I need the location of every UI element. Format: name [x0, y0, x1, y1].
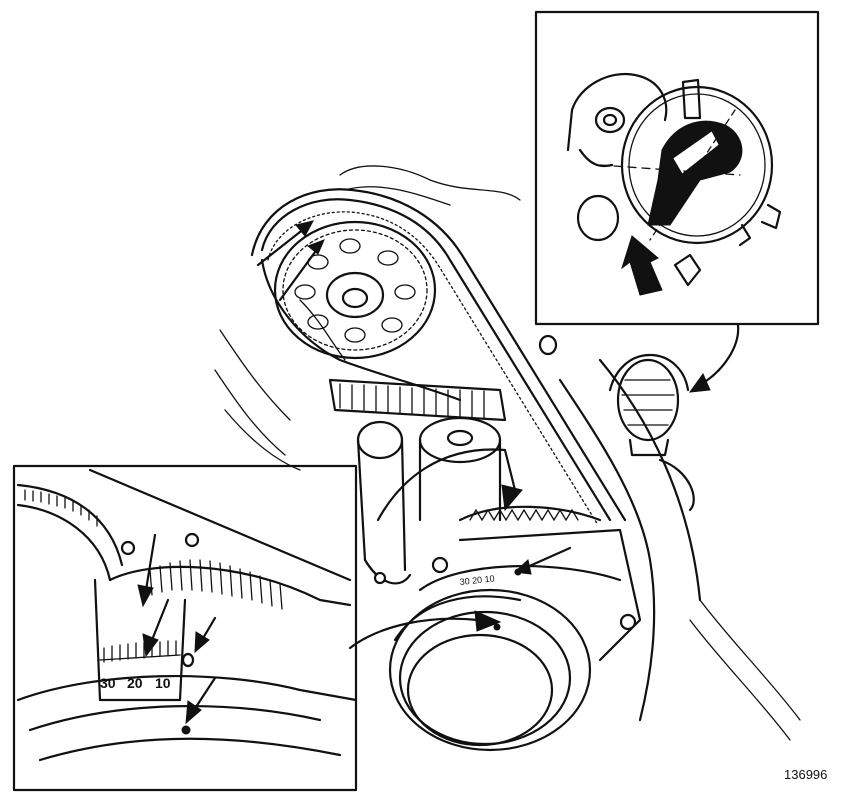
camshaft-sprocket — [273, 220, 437, 360]
small-timing-scale-label: 30 20 10 — [459, 573, 495, 587]
scale-label-30: 30 — [100, 675, 116, 691]
distributor-rotor-inset — [534, 10, 820, 326]
timing-belt — [250, 188, 627, 526]
scale-label-20: 20 — [127, 675, 143, 691]
scale-label-10: 10 — [155, 675, 171, 691]
engine-block-outline — [214, 165, 801, 741]
figure-reference-number: 136996 — [784, 767, 827, 782]
crankshaft-pulley: 30 20 10 — [388, 505, 642, 752]
timing-scale-inset: 30 20 10 — [12, 464, 358, 792]
belt-tensioner — [328, 378, 507, 585]
distributor — [538, 334, 690, 457]
inset-frame-top — [534, 10, 820, 326]
pointer-arrows — [256, 220, 740, 650]
inset-frame-bottom — [12, 464, 358, 792]
